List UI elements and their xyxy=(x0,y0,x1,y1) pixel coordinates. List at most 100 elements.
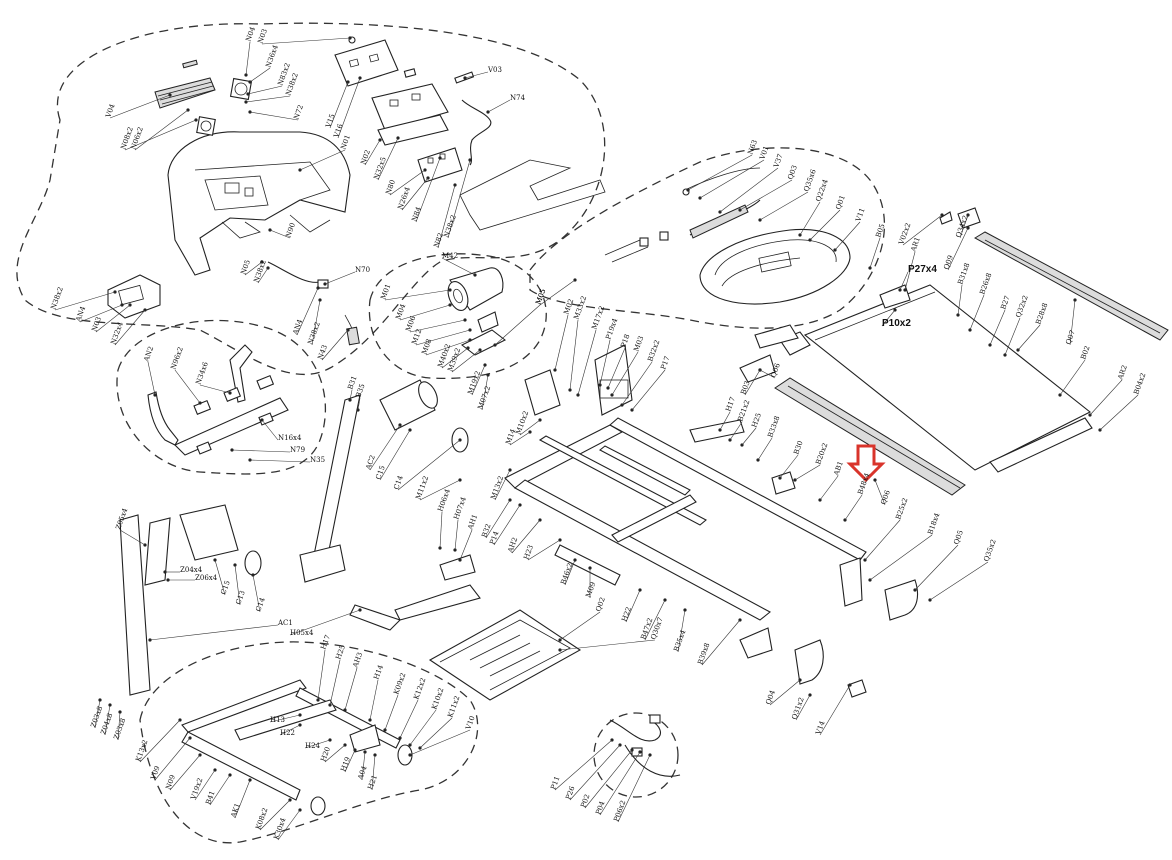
label-n38x2b: N38x2 xyxy=(442,214,458,239)
leader-ar1 xyxy=(904,251,916,291)
leader-b25x2 xyxy=(864,519,901,561)
leader-q09 xyxy=(947,227,969,271)
leader-m40x2 xyxy=(441,347,469,369)
wiring-harness xyxy=(609,714,681,777)
label-k10x2: K10x2 xyxy=(430,687,445,711)
leader-m06 xyxy=(409,319,466,333)
label-q09: Q09 xyxy=(942,254,955,271)
leader-n80 xyxy=(389,169,426,196)
motor-group-outline xyxy=(368,253,547,379)
leader-h13 xyxy=(269,714,301,723)
label-m33x2: M33x2 xyxy=(572,295,588,321)
label-q32x2: Q32x2 xyxy=(1014,294,1029,318)
upright-bracket xyxy=(147,344,289,456)
label-ab1: AB1 xyxy=(832,460,845,477)
label-n26x4: N26x4 xyxy=(396,185,412,210)
leader-ah2 xyxy=(511,519,541,554)
leader-q31x2 xyxy=(795,694,811,721)
label-v02x2: V02x2 xyxy=(897,222,913,247)
leader-m07x2 xyxy=(481,374,489,411)
label-b25x2: B25x2 xyxy=(894,497,909,521)
label-n32x5: N32x5 xyxy=(372,156,388,181)
leader-ac1 xyxy=(149,624,279,641)
highlight-arrow xyxy=(846,444,886,483)
leader-n79 xyxy=(231,449,291,453)
leader-q30x7 xyxy=(559,639,656,651)
base-frame xyxy=(181,679,413,816)
leader-k10x2 xyxy=(409,709,437,746)
leader-p17 xyxy=(631,369,666,411)
leader-p18 xyxy=(607,347,626,389)
leader-n74 xyxy=(487,99,511,113)
console-fan xyxy=(229,77,253,101)
leader-m14 xyxy=(509,431,531,446)
label-n79: N79 xyxy=(290,446,305,454)
leader-n38x2 xyxy=(245,95,291,103)
leader-ar2 xyxy=(1089,379,1123,416)
leader-a04 xyxy=(361,751,366,781)
label-z03x8b: Z03x8 xyxy=(112,717,127,741)
leader-h20 xyxy=(324,744,346,763)
leader-c15 xyxy=(379,429,411,481)
leader-n09 xyxy=(169,754,201,791)
frame-rail-right xyxy=(609,417,867,561)
label-p18: P18 xyxy=(619,333,631,349)
leader-n83x2 xyxy=(247,85,283,95)
leader-h25b xyxy=(329,659,341,706)
leader-m33x2 xyxy=(569,319,579,391)
label-m07x2: M07x2 xyxy=(476,385,492,411)
label-v37: V37 xyxy=(772,153,785,170)
label-p06x2: P06x2 xyxy=(612,799,627,822)
leader-b35x4 xyxy=(677,609,686,653)
label-h07x4: H07x4 xyxy=(452,495,468,520)
leader-q32x2 xyxy=(1004,317,1021,356)
leader-v16 xyxy=(337,77,361,139)
label-n74: N74 xyxy=(510,94,526,102)
leader-n05 xyxy=(244,261,263,276)
label-b35x4: B35x4 xyxy=(672,628,687,652)
hood-gasket xyxy=(689,204,749,239)
label-k11x2: K11x2 xyxy=(446,695,461,719)
leader-n70 xyxy=(324,271,356,285)
label-b21x2: B21x2 xyxy=(736,399,751,423)
label-b46x2: B46x2 xyxy=(559,562,574,586)
label-n01: N01 xyxy=(339,134,352,151)
label-q02: Q02 xyxy=(594,596,607,613)
leader-b32 xyxy=(485,499,511,539)
leader-z04x8 xyxy=(104,704,111,736)
main-frame xyxy=(504,344,919,698)
leader-v01 xyxy=(699,159,765,199)
leader-n02 xyxy=(364,139,381,166)
leader-q07 xyxy=(1069,299,1076,346)
control-board xyxy=(417,147,463,183)
leader-h06x4 xyxy=(439,511,443,549)
label-n90: N90 xyxy=(284,222,297,239)
leader-b35 xyxy=(357,397,361,411)
label-n80: N80 xyxy=(384,179,397,196)
label-ah1: AH1 xyxy=(466,513,479,531)
leader-z03x8b xyxy=(117,711,121,741)
leader-m42 xyxy=(441,257,476,276)
leader-ah1 xyxy=(459,529,473,561)
leader-ak1 xyxy=(234,779,251,819)
leader-h25 xyxy=(741,427,757,446)
label-n36x4: N36x4 xyxy=(264,43,280,68)
label-b20x2: B20x2 xyxy=(814,442,829,466)
motor-hood-group-outline xyxy=(529,147,886,329)
leader-k12x2 xyxy=(399,699,419,739)
label-q06b: Q06 xyxy=(879,489,892,506)
label-n38x2e: N38x2 xyxy=(49,286,65,311)
leader-b41 xyxy=(209,774,231,806)
leader-z05x4 xyxy=(119,529,146,546)
leader-m12 xyxy=(415,329,471,346)
leader-h24 xyxy=(304,739,331,749)
label-k12x2: K12x2 xyxy=(412,677,427,701)
leader-k30x4 xyxy=(277,809,301,841)
label-h19: H19 xyxy=(339,756,352,773)
leader-p04 xyxy=(599,751,641,816)
leader-h22b xyxy=(279,724,301,736)
label-n02: N02 xyxy=(359,149,372,166)
label-k09x2: K09x2 xyxy=(392,672,407,696)
label-ah3: AH3 xyxy=(351,651,364,669)
